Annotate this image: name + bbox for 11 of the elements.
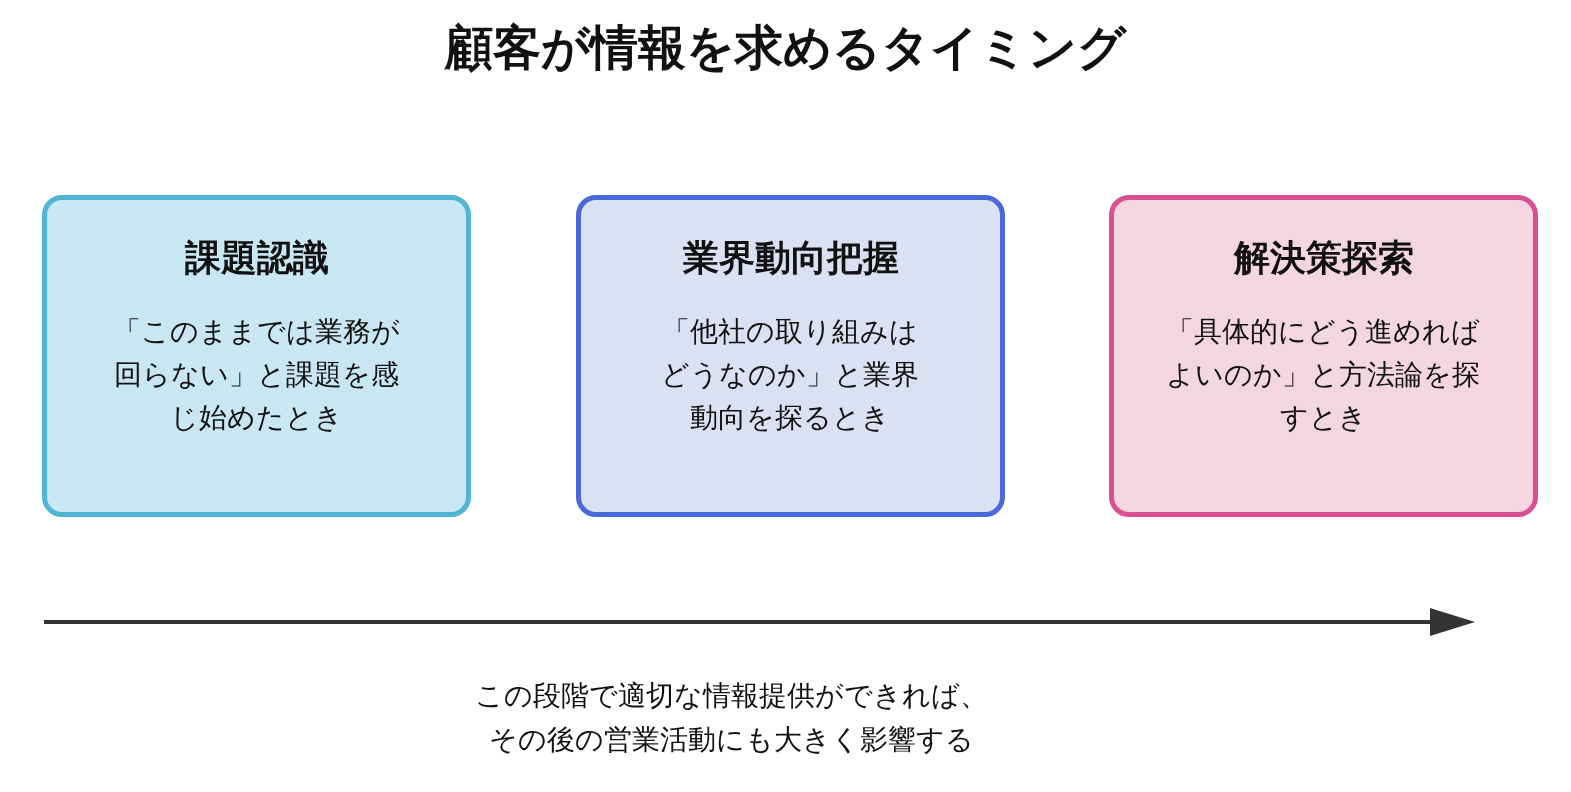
stage-heading: 業界動向把握 [682, 236, 899, 280]
stage-card [576, 195, 1005, 517]
diagram-title: 顧客が情報を求めるタイミング [443, 18, 1128, 77]
stage-description: 「このままでは業務が回らない」と課題を感じ始めたとき [112, 314, 401, 436]
stage-heading: 課題認識 [184, 236, 329, 280]
stage-description: 「他社の取り組みはどうなのか」と業界動向を探るとき [660, 314, 921, 436]
note-text: この段階で適切な情報提供ができれば、その後の営業活動にも大きく影響する [473, 678, 989, 758]
stage-description: 「具体的にどう進めればよいのか」と方法論を探すとき [1165, 314, 1482, 436]
stage-card [1109, 195, 1538, 517]
stage-heading: 解決策探索 [1233, 236, 1414, 280]
stage-card [42, 195, 471, 517]
